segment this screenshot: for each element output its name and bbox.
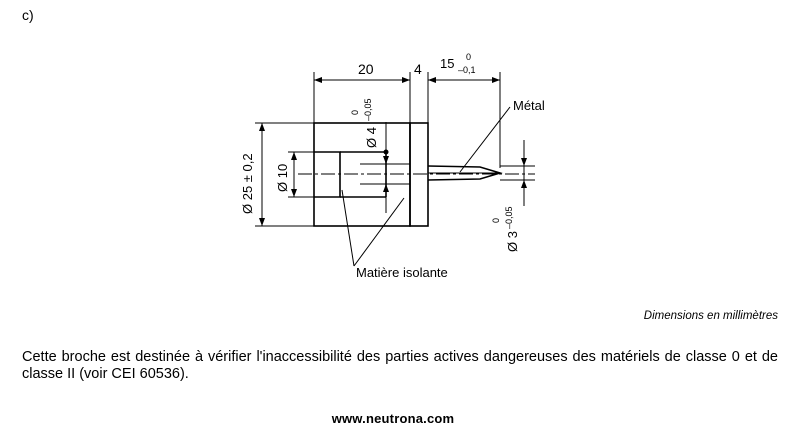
dim-tip-tol-upper: 0 [466,52,471,62]
dim-hole-dia: Ø 4 [364,127,379,148]
leaders [341,106,511,267]
dim-hole-tol-upper: 0 [350,110,360,115]
label-insulating: Matière isolante [356,265,448,280]
dim-inner-dia: Ø 10 [275,164,290,192]
dim-pin-dia: Ø 3 [505,231,520,252]
pin-dimension [500,140,535,206]
dim-tip-tol-lower: –0,1 [458,65,476,75]
part-outline [313,122,503,227]
technical-drawing: 20 4 15 0 –0,1 Ø 4 0 –0,05 Ø 25 ± 0,2 Ø … [240,52,545,280]
dim-collar: 4 [414,61,422,77]
dim-tip-length: 15 [440,56,454,71]
dim-pin-tol-lower: –0,05 [504,206,514,229]
inner-dimension [288,151,314,198]
dim-outer-dia: Ø 25 ± 0,2 [240,153,255,214]
figure-label: c) [22,7,34,23]
top-dimensions [313,72,501,168]
footer-watermark: www.neutrona.com [331,411,455,426]
dimensions-caption: Dimensions en millimètres [643,310,778,322]
hole-dimension [383,122,389,213]
outer-dimension [255,122,314,227]
dim-length-body: 20 [358,61,374,77]
dim-hole-tol-lower: –0,05 [363,98,373,121]
label-metal: Métal [513,98,545,113]
description-paragraph: Cette broche est destinée à vérifier l'i… [22,349,778,382]
dim-pin-tol-upper: 0 [491,218,501,223]
